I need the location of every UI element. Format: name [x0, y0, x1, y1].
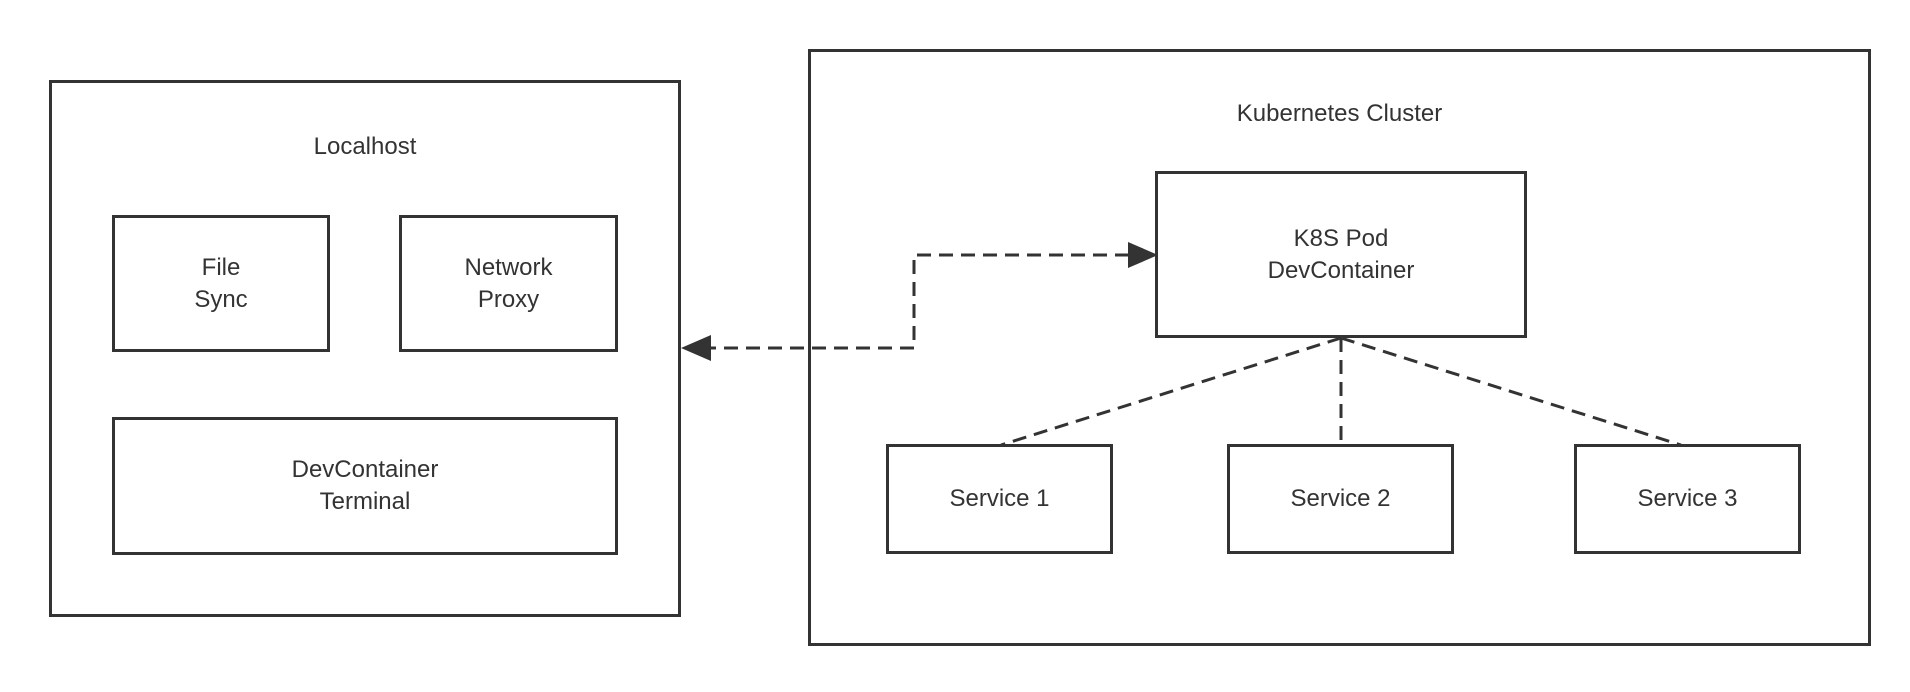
- pod-arrowhead: [1128, 242, 1158, 268]
- service-3-box: Service 3: [1574, 444, 1801, 554]
- file-sync-box: File Sync: [112, 215, 330, 352]
- network-proxy-box: Network Proxy: [399, 215, 618, 352]
- network-proxy-label-line2: Proxy: [477, 285, 540, 313]
- service-3-label: Service 3: [1637, 485, 1738, 512]
- k8s-pod-box: K8S Pod DevContainer: [1155, 171, 1527, 338]
- devcontainer-terminal-box: DevContainer Terminal: [112, 417, 618, 555]
- k8s-pod-label-line2: DevContainer: [1267, 256, 1415, 284]
- service-2-label: Service 2: [1290, 485, 1391, 512]
- service-1-box: Service 1: [886, 444, 1113, 554]
- localhost-title: Localhost: [313, 133, 417, 160]
- file-sync-label-line1: File: [201, 253, 241, 281]
- k8s-pod-label-line1: K8S Pod: [1293, 224, 1389, 252]
- pod-service1-link: [1000, 336, 1342, 447]
- localhost-container: Localhost: [49, 80, 681, 617]
- service-2-box: Service 2: [1227, 444, 1454, 554]
- localhost-arrowhead: [681, 335, 711, 361]
- localhost-to-pod-connector: [702, 249, 1146, 350]
- devcontainer-terminal-label-line2: Terminal: [319, 488, 411, 515]
- kubernetes-cluster-title: Kubernetes Cluster: [1236, 100, 1443, 127]
- pod-service3-link: [1340, 336, 1682, 447]
- service-1-label: Service 1: [949, 485, 1050, 512]
- file-sync-label-line2: Sync: [194, 285, 248, 313]
- kubernetes-cluster-container: Kubernetes Cluster: [808, 49, 1871, 646]
- devcontainer-terminal-label-line1: DevContainer: [291, 456, 439, 483]
- network-proxy-label-line1: Network: [464, 253, 553, 281]
